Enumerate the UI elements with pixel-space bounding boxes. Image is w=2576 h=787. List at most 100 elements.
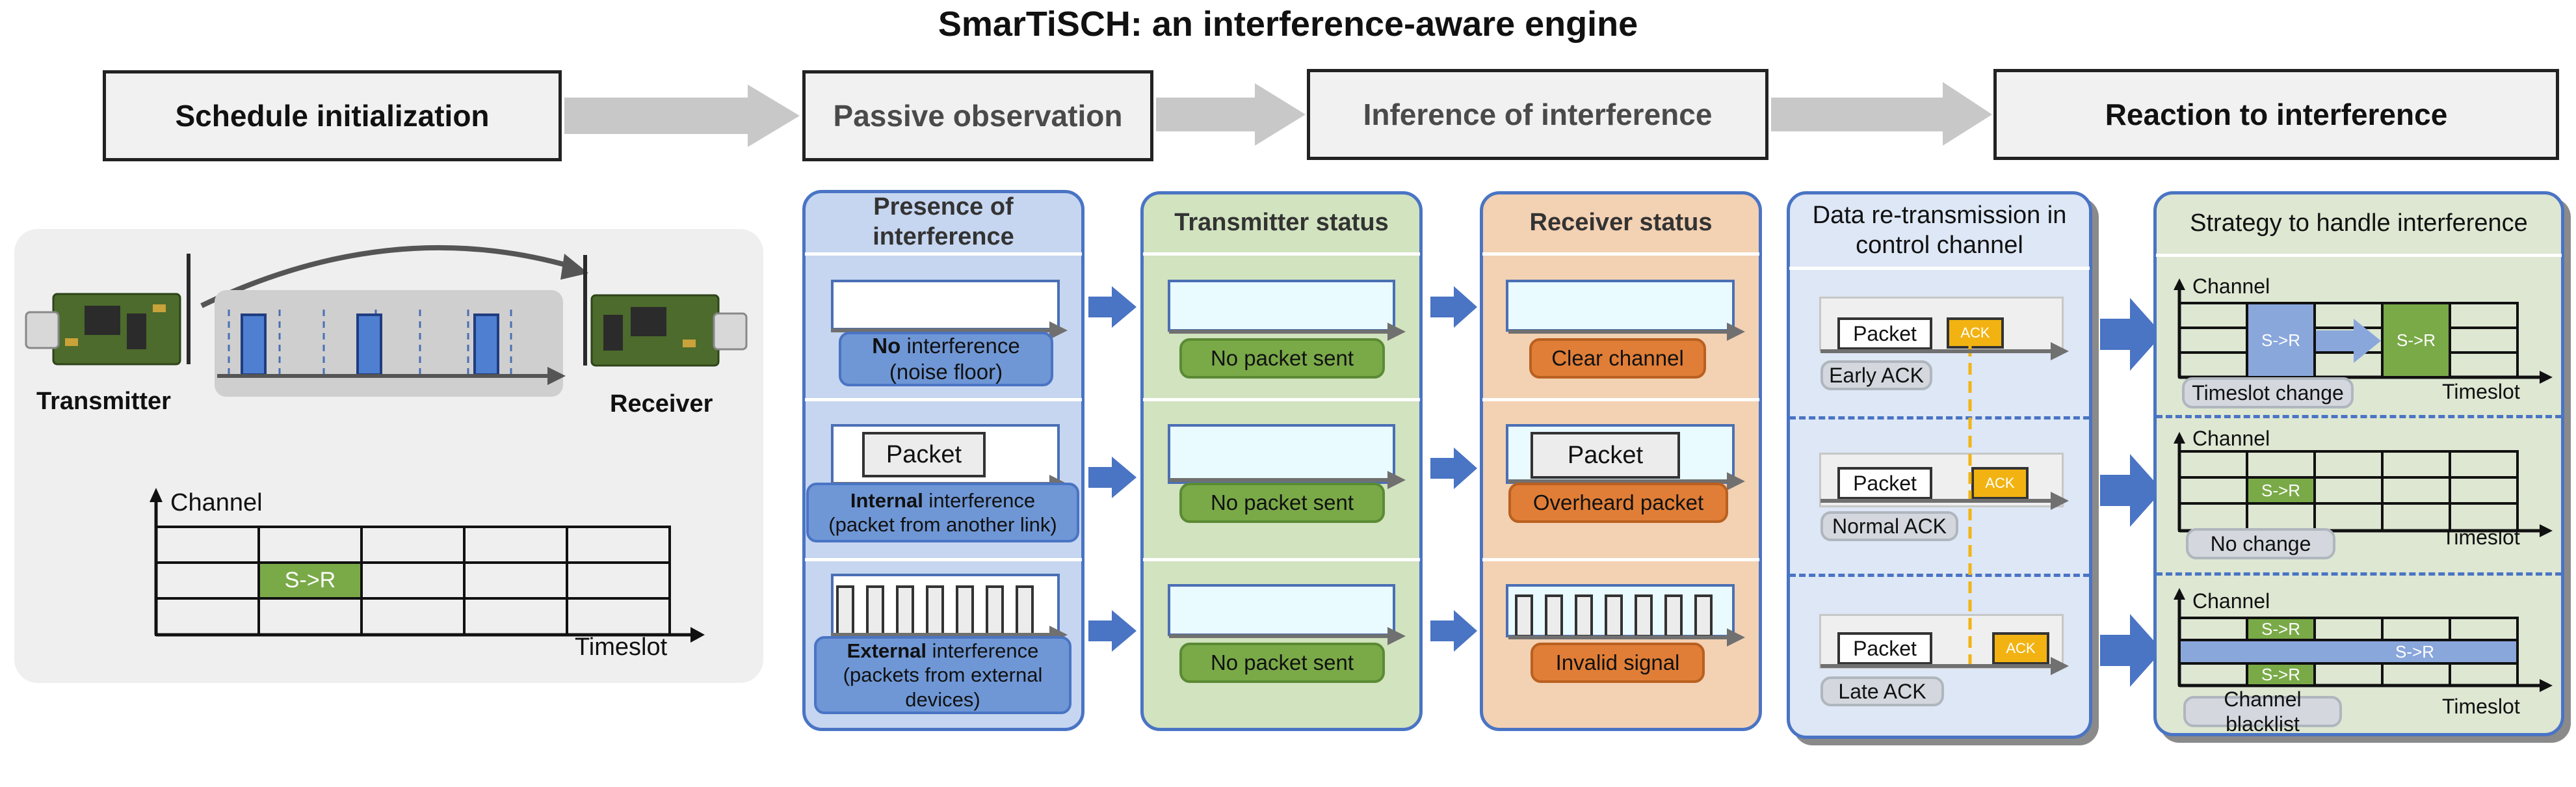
stage-reaction-to-interference: Reaction to interference <box>1993 69 2559 160</box>
receiver-invalid-pulses <box>1515 594 1713 637</box>
timeline-strip <box>215 290 563 397</box>
strategy-cell-label-upper: S->R <box>2261 619 2300 639</box>
strategy-grid-no-change <box>2174 432 2553 537</box>
timeslot-move-arrow <box>2316 319 2381 363</box>
retx-label-early-ack: Early ACK <box>1820 360 1932 390</box>
transmitter-board-icon <box>25 254 191 366</box>
strategy-label-timeslot-change: Timeslot change <box>2182 377 2354 408</box>
strategy-channel-label-3: Channel <box>2192 589 2270 613</box>
transmitter-row-separator-1 <box>1143 398 1420 401</box>
transmitter-header: Transmitter status <box>1174 209 1389 237</box>
retransmission-dashed-separator-2 <box>1789 574 2090 577</box>
strategy-header: Strategy to handle interference <box>2190 209 2528 237</box>
receiver-axis-arrows <box>1508 323 1745 647</box>
retx-ack-early: ACK <box>1947 317 2004 349</box>
presence-label-external-bold: External <box>847 639 927 663</box>
retransmission-header: Data re-transmission in control channel <box>1812 202 2067 259</box>
transmitter-row-separator-2 <box>1143 558 1420 561</box>
presence-row-separator-1 <box>805 398 1082 401</box>
strategy-cell-moved <box>2384 304 2449 376</box>
presence-label-internal-sub: (packet from another link) <box>828 513 1057 536</box>
strategy-grid-timeslot-change <box>2174 278 2553 384</box>
strategy-cell-label-moved: S->R <box>2397 330 2436 350</box>
receiver-row-separator-1 <box>1482 398 1759 401</box>
receiver-status-1: Clear channel <box>1529 338 1706 379</box>
transmitter-signal-box-3 <box>1168 584 1395 636</box>
strategy-header-separator <box>2156 254 2562 257</box>
retx-packet-2: Packet <box>1837 467 1932 500</box>
stage-arrow-3 <box>1771 82 1992 146</box>
presence-label-internal-text: interference <box>923 488 1036 512</box>
receiver-board-icon <box>583 255 748 367</box>
schedule-cell-label: S->R <box>284 568 336 593</box>
presence-label-external-text: interference <box>927 639 1039 663</box>
transmitter-status-1: No packet sent <box>1179 338 1385 379</box>
presence-label-no-bold: No <box>872 334 901 358</box>
strategy-label-channel-blacklist: Channel blacklist <box>2183 687 2342 736</box>
strategy-dashed-separator-1 <box>2156 415 2562 418</box>
strategy-timeslot-label-1: Timeslot <box>2442 380 2520 403</box>
tx-slot-1 <box>241 313 267 376</box>
presence-row-separator-2 <box>805 558 1082 561</box>
tx-rx-curve-arrow <box>200 245 588 308</box>
presence-label-internal: Internal interference(packet from anothe… <box>806 483 1079 542</box>
receiver-status-2: Overheard packet <box>1508 483 1728 523</box>
strategy-cell-label-lower: S->R <box>2261 664 2300 684</box>
transmitter-to-receiver-arrows <box>1430 286 1477 652</box>
strategy-label-no-change: No change <box>2186 528 2335 559</box>
schedule-grid <box>150 488 705 643</box>
presence-packet: Packet <box>862 432 986 477</box>
timeslot-axis-label: Timeslot <box>575 634 668 661</box>
stage-arrows <box>564 82 1992 147</box>
presence-label-external: External interference(packets from exter… <box>814 636 1071 714</box>
schedule-cell-s-r <box>260 564 360 597</box>
tx-slot-3 <box>473 313 499 376</box>
tx-slot-2 <box>356 313 382 376</box>
strategy-cell-unchanged <box>2248 479 2313 502</box>
strategy-blacklist-band-label: S->R <box>2395 641 2434 661</box>
presence-to-transmitter-arrows <box>1088 286 1137 652</box>
stage-schedule-initialization: Schedule initialization <box>103 70 562 161</box>
transmitter-signal-box-2 <box>1168 424 1395 484</box>
stage-passive-observation: Passive observation <box>802 70 1153 161</box>
strategy-channel-label-2: Channel <box>2192 427 2270 450</box>
strategy-cell-label-original: S->R <box>2261 330 2300 350</box>
timeslot-timeline <box>217 310 566 385</box>
retx-packet-3: Packet <box>1837 632 1932 665</box>
presence-header-separator <box>805 252 1082 256</box>
strategy-timeslot-label-3: Timeslot <box>2442 695 2520 718</box>
presence-label-external-sub: (packets from external devices) <box>843 663 1043 711</box>
receiver-row-separator-2 <box>1482 558 1759 561</box>
transmitter-signal-box-1 <box>1168 280 1395 332</box>
retx-label-late-ack: Late ACK <box>1820 676 1944 706</box>
strategy-channel-label-1: Channel <box>2192 274 2270 298</box>
stage-inference-of-interference: Inference of interference <box>1307 69 1768 160</box>
retx-axis-arrows <box>1820 342 2069 675</box>
stage-arrow-1 <box>564 85 800 147</box>
strategy-timeslot-label-2: Timeslot <box>2442 526 2520 549</box>
strategy-cell-original <box>2248 304 2313 376</box>
strategy-cell-upper <box>2248 619 2313 639</box>
receiver-label: Receiver <box>610 390 713 418</box>
presence-label-no: No interference(noise floor) <box>839 332 1053 386</box>
presence-label-no-sub: (noise floor) <box>889 360 1003 384</box>
presence-header: Presence of interference <box>873 193 1014 250</box>
transmitter-label: Transmitter <box>36 388 171 415</box>
strategy-grid-channel-blacklist <box>2174 588 2553 692</box>
retx-packet-1: Packet <box>1837 317 1932 350</box>
strategy-grids <box>2174 278 2553 692</box>
presence-label-no-text: interference <box>900 334 1020 358</box>
blacklisted-channel-band <box>2181 641 2516 662</box>
transmitter-axis-arrows <box>1169 323 1406 645</box>
retx-ack-normal: ACK <box>1971 467 2029 500</box>
diagram-title: SmarTiSCH: an interference-aware engine <box>938 5 1638 44</box>
external-pulses <box>836 585 1034 637</box>
transmitter-status-3: No packet sent <box>1179 643 1385 683</box>
retx-label-normal-ack: Normal ACK <box>1820 511 1958 541</box>
channel-axis-label: Channel <box>170 489 263 516</box>
receiver-header: Receiver status <box>1529 209 1713 237</box>
stage-arrow-2 <box>1156 83 1306 146</box>
receiver-header-separator <box>1482 252 1759 256</box>
strategy-cell-label-unchanged: S->R <box>2261 480 2300 500</box>
strategy-dashed-separator-2 <box>2156 572 2562 576</box>
